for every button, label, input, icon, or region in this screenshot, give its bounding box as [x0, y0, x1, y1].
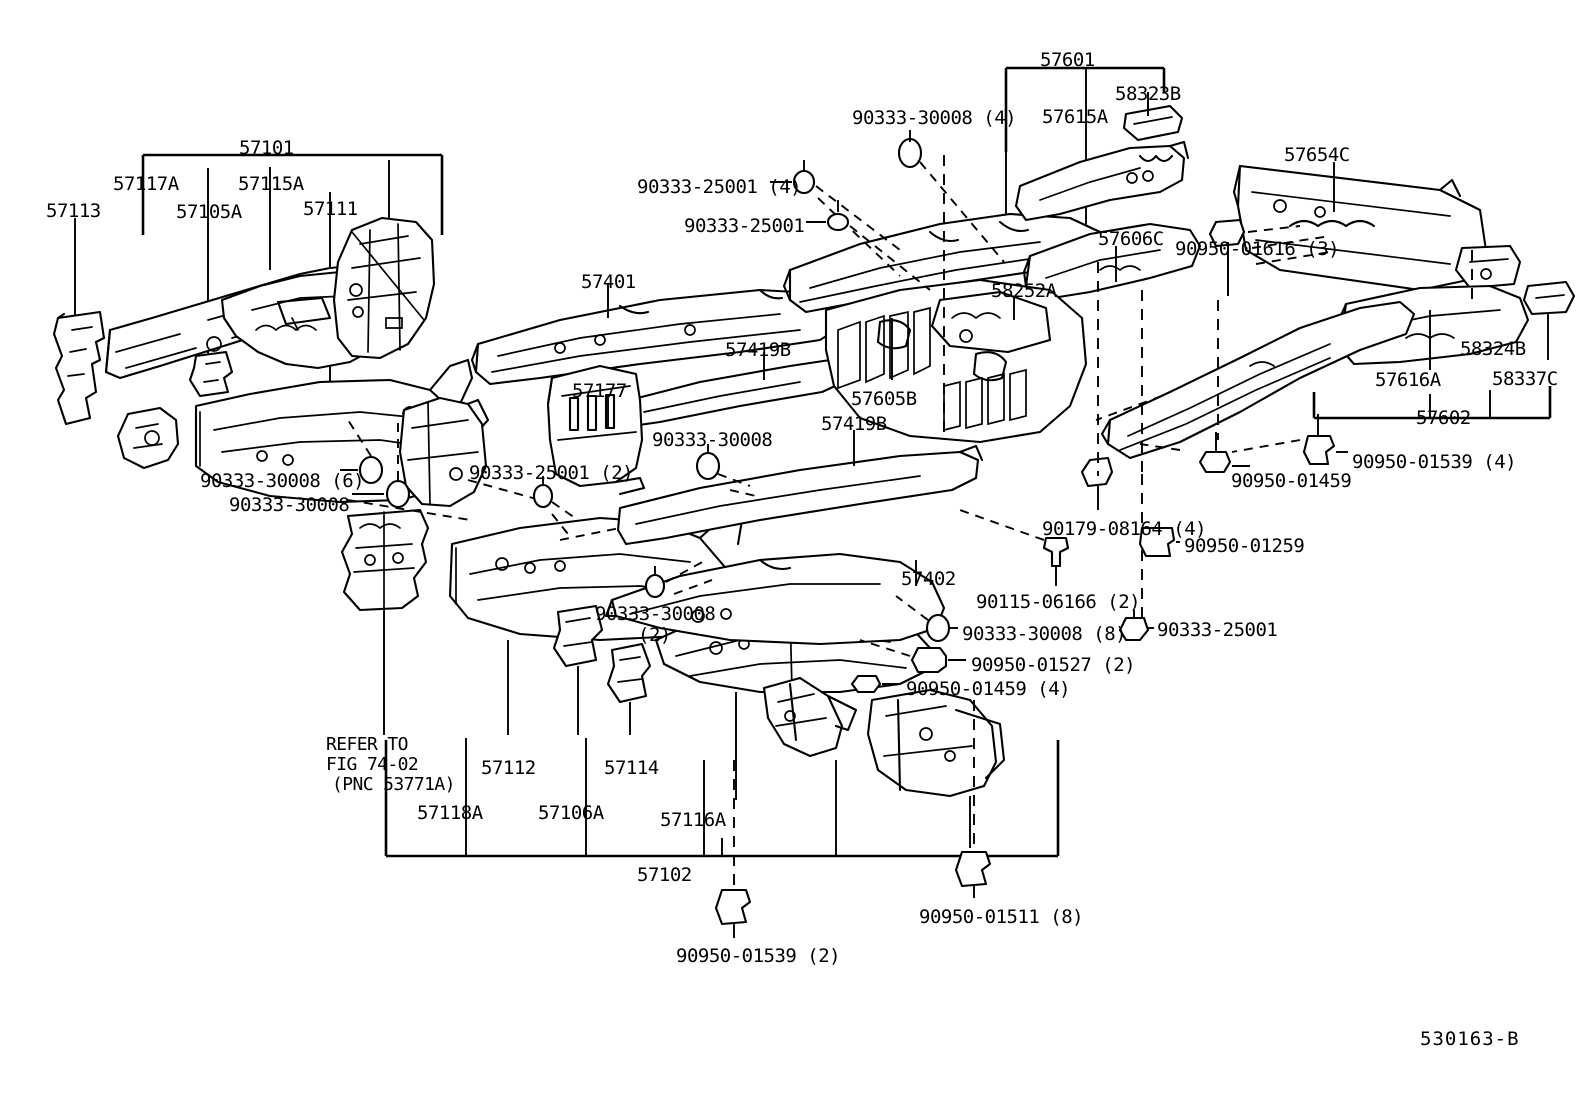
fastener-90950-01539-4	[1231, 414, 1348, 466]
label-90950-01511-8: 90950-01511 (8)	[919, 906, 1084, 928]
bracket-57102	[384, 738, 1060, 858]
label-90333-30008-c: 90333-30008	[652, 429, 773, 451]
label-90333-30008-a: 90333-30008	[229, 494, 350, 516]
label-90333-25001-b: 90333-25001	[684, 215, 805, 237]
fastener-90950-01527	[859, 639, 966, 674]
fastener-90179-08164	[1080, 290, 1143, 640]
fastener-90333-30008-a	[352, 420, 411, 509]
label-57114: 57114	[604, 757, 659, 779]
part-57105A-bracket	[116, 406, 180, 470]
refer-to-note: REFER TO FIG 74-02 (PNC 53771A)	[326, 734, 455, 796]
fastener-90333-25001-b	[806, 200, 931, 291]
label-90333-30008-8: 90333-30008 (8)	[962, 623, 1127, 645]
label-90950-01539-4: 90950-01539 (4)	[1352, 451, 1517, 473]
label-90333-25001-4: 90333-25001 (4)	[637, 176, 802, 198]
label-90179-08164-4: 90179-08164 (4)	[1042, 518, 1207, 540]
label-57102: 57102	[637, 864, 692, 886]
fastener-90333-30008-2	[644, 559, 713, 599]
fastener-90950-01539-2	[714, 760, 752, 938]
part-57654C-panel	[1232, 162, 1488, 292]
label-90333-30008-6: 90333-30008 (6)	[200, 470, 365, 492]
part-57106A-bracket	[552, 604, 604, 735]
label-57117A: 57117A	[113, 173, 179, 195]
fastener-90333-30008-8	[895, 595, 958, 643]
label-90950-01539-2: 90950-01539 (2)	[676, 945, 841, 967]
part-57118A-panel	[340, 508, 430, 735]
label-90950-01616-3: 90950-01616 (3)	[1175, 238, 1340, 260]
part-57111-center	[398, 396, 488, 508]
part-57111-apron	[332, 216, 436, 360]
fastener-90333-30008-c	[695, 444, 757, 497]
label-57101: 57101	[239, 137, 294, 159]
label-90950-01259: 90950-01259	[1184, 535, 1305, 557]
label-57402: 57402	[901, 568, 956, 590]
label-57115A: 57115A	[238, 173, 304, 195]
label-57177: 57177	[572, 380, 627, 402]
part-57601-rail	[782, 212, 1112, 314]
label-57401: 57401	[581, 271, 636, 293]
label-57654C: 57654C	[1284, 144, 1350, 166]
label-57602: 57602	[1416, 407, 1471, 429]
label-90333-25001-c: 90333-25001	[1157, 619, 1278, 641]
part-57116A-member	[654, 596, 932, 800]
fastener-90950-01511	[954, 700, 992, 898]
fastener-90950-01459-a	[1139, 432, 1250, 474]
part-57112-rail	[448, 514, 744, 735]
label-57606C: 57606C	[1098, 228, 1164, 250]
label-57113: 57113	[46, 200, 101, 222]
label-57605B: 57605B	[851, 388, 917, 410]
label-57105A: 57105A	[176, 201, 242, 223]
label-90950-01459-b: 90950-01459 (4)	[906, 678, 1071, 700]
part-57114-bracket	[606, 642, 652, 735]
leader-dash-3	[559, 527, 621, 541]
label-90950-01459-a: 90950-01459	[1231, 470, 1352, 492]
label-58324B: 58324B	[1460, 338, 1526, 360]
diagram-id-code: 530163-B	[1420, 1028, 1520, 1050]
part-57115A-panel	[220, 270, 384, 370]
part-57602-rail	[1100, 300, 1416, 460]
label-57615A: 57615A	[1042, 106, 1108, 128]
label-57112: 57112	[481, 757, 536, 779]
part-57615A-rail	[1014, 140, 1190, 222]
fastener-90950-01459-b	[850, 674, 900, 694]
label-57601: 57601	[1040, 49, 1095, 71]
refer-to-line2: FIG 74-02	[326, 754, 419, 776]
label-57111: 57111	[303, 198, 358, 220]
label-57106A: 57106A	[538, 802, 604, 824]
refer-to-line3: (PNC 53771A)	[332, 774, 455, 796]
part-57117A-57105A-rail	[104, 264, 374, 380]
part-57401-crossmember	[470, 284, 846, 386]
label-57419B-top: 57419B	[725, 339, 791, 361]
part-58337C-bracket	[1522, 280, 1576, 360]
refer-to-line1: REFER TO	[326, 734, 409, 755]
label-90333-30008-2a: 90333-30008	[595, 603, 716, 625]
label-90333-25001-2: 90333-25001 (2)	[469, 462, 634, 484]
label-90333-30008-2b: (2)	[638, 624, 671, 646]
label-58252A: 58252A	[991, 280, 1057, 302]
leader-dash-1	[347, 499, 471, 521]
part-58324B-bracket	[1454, 244, 1522, 330]
label-57116A: 57116A	[660, 809, 726, 831]
label-57419B-mid: 57419B	[821, 413, 887, 435]
label-90115-06166-2: 90115-06166 (2)	[976, 591, 1141, 613]
part-57113	[52, 310, 106, 426]
label-90950-01527-2: 90950-01527 (2)	[971, 654, 1136, 676]
label-58337C: 58337C	[1492, 368, 1558, 390]
part-bottom-bracket-right	[866, 688, 1006, 848]
part-bottom-bracket-left	[762, 676, 858, 758]
label-58323B: 58323B	[1115, 83, 1181, 105]
label-57118A: 57118A	[417, 802, 483, 824]
part-57419B-upper	[624, 352, 852, 428]
leader-dash-seg-d	[1095, 395, 1163, 421]
part-57117A-bracket-lower	[188, 350, 234, 398]
label-90333-30008-4: 90333-30008 (4)	[852, 107, 1017, 129]
label-57616A: 57616A	[1375, 369, 1441, 391]
fastener-90333-25001-2	[532, 476, 579, 535]
